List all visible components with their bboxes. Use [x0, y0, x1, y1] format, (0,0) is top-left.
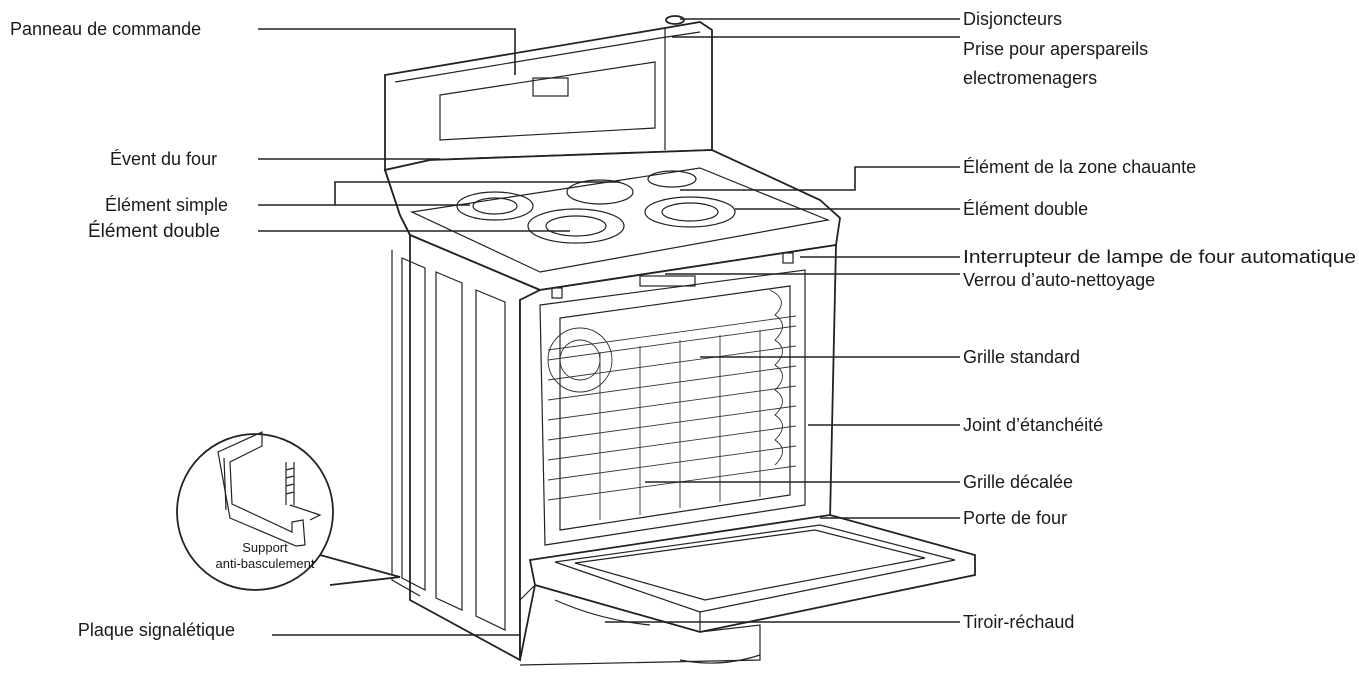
label-element-simple: Élément simple — [105, 195, 228, 215]
label-tiroir-rechaud: Tiroir-réchaud — [963, 612, 1074, 632]
label-element-double-left: Élément double — [88, 221, 220, 242]
label-element-double-right: Élément double — [963, 199, 1088, 219]
label-element-zone-chauante: Élément de la zone chauante — [963, 157, 1196, 177]
label-interrupteur-lampe: Interrupteur de lampe de four automatiqu… — [963, 247, 1356, 267]
label-grille-standard: Grille standard — [963, 347, 1080, 367]
labels: Panneau de commande Évent du four Élémen… — [10, 9, 1356, 640]
label-event-du-four: Évent du four — [110, 149, 217, 169]
label-prise-line1: Prise pour aperspareils — [963, 39, 1148, 59]
label-support-line1: Support — [242, 540, 288, 555]
leader-lines — [258, 18, 960, 636]
label-joint-etancheite: Joint d’étanchéité — [963, 415, 1103, 435]
label-prise-line2: electromenagers — [963, 68, 1097, 88]
label-disjoncteurs: Disjoncteurs — [963, 9, 1062, 29]
label-plaque-signaletique: Plaque signalétique — [78, 620, 235, 640]
label-panneau-de-commande: Panneau de commande — [10, 19, 201, 39]
label-verrou-auto-nettoyage: Verrou d’auto-nettoyage — [963, 270, 1155, 290]
label-support-line2: anti-basculement — [216, 556, 315, 571]
label-porte-de-four: Porte de four — [963, 508, 1067, 528]
label-grille-decalee: Grille décalée — [963, 472, 1073, 492]
